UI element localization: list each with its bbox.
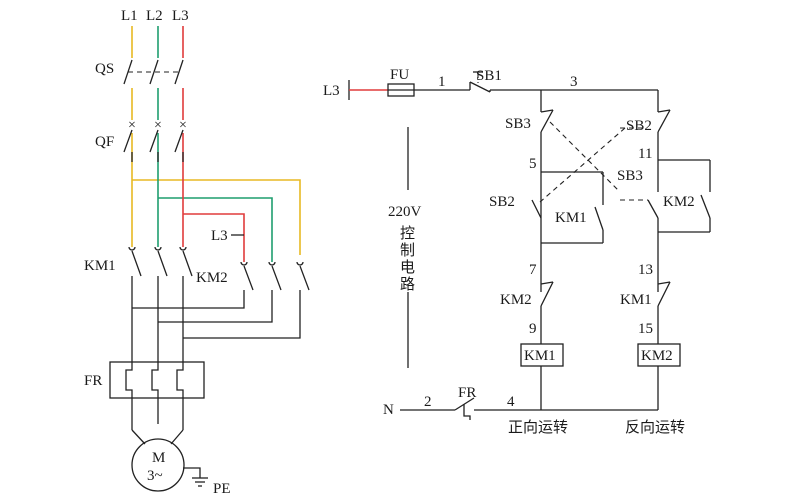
label-QS: QS bbox=[95, 61, 114, 77]
label-reverse: 反向运转 bbox=[625, 418, 685, 436]
label-node7: 7 bbox=[529, 262, 537, 278]
label-FR-main: FR bbox=[84, 373, 102, 389]
label-ctrl-3: 电 bbox=[400, 258, 415, 276]
label-SB2-left: SB2 bbox=[489, 194, 515, 210]
label-FU: FU bbox=[390, 67, 409, 83]
label-node11: 11 bbox=[638, 146, 652, 162]
svg-text:×: × bbox=[154, 118, 162, 133]
km2-main-contacts bbox=[132, 261, 310, 339]
phase-L1-wire bbox=[131, 26, 301, 255]
label-ctrl-2: 制 bbox=[400, 241, 415, 259]
label-PE: PE bbox=[213, 481, 231, 497]
qs-switch bbox=[123, 59, 184, 85]
label-KM1-main: KM1 bbox=[84, 258, 116, 274]
svg-text:×: × bbox=[128, 118, 136, 133]
label-SB3-right: SB3 bbox=[617, 168, 643, 184]
label-KM2-main: KM2 bbox=[196, 270, 228, 286]
label-SB1: SB1 bbox=[476, 68, 502, 84]
label-node1: 1 bbox=[438, 74, 446, 90]
label-L3-tap: L3 bbox=[211, 228, 228, 244]
label-forward: 正向运转 bbox=[508, 418, 568, 436]
label-L2: L2 bbox=[146, 8, 163, 24]
label-L1: L1 bbox=[121, 8, 138, 24]
label-node2: 2 bbox=[424, 394, 432, 410]
label-QF: QF bbox=[95, 134, 114, 150]
label-KM1-interlock: KM1 bbox=[620, 292, 652, 308]
label-KM2-interlock: KM2 bbox=[500, 292, 532, 308]
fu-fuse bbox=[387, 83, 470, 97]
fr-nc-contact bbox=[400, 397, 658, 420]
coil-km2: KM2 bbox=[641, 348, 673, 364]
motor bbox=[131, 429, 208, 492]
label-node9: 9 bbox=[529, 321, 537, 337]
coil-km1: KM1 bbox=[524, 348, 556, 364]
label-voltage: 220V bbox=[388, 204, 422, 220]
label-ctrl-4: 路 bbox=[400, 275, 415, 293]
label-motor: M bbox=[152, 450, 165, 466]
label-node15: 15 bbox=[638, 321, 653, 337]
label-SB3-left: SB3 bbox=[505, 116, 531, 132]
qf-breaker: × × × bbox=[123, 118, 187, 162]
label-motor-sub: 3~ bbox=[147, 468, 163, 484]
label-KM2-aux: KM2 bbox=[663, 194, 695, 210]
label-ctrl-L3: L3 bbox=[323, 83, 340, 99]
label-KM1-aux: KM1 bbox=[555, 210, 587, 226]
reverse-branch bbox=[637, 90, 711, 410]
label-node13: 13 bbox=[638, 262, 653, 278]
label-node3: 3 bbox=[570, 74, 578, 90]
label-node4: 4 bbox=[507, 394, 515, 410]
forward-branch bbox=[520, 90, 604, 410]
label-FR-ctrl: FR bbox=[458, 385, 476, 401]
label-SB2-right: SB2 bbox=[626, 118, 652, 134]
label-ctrl-1: 控 bbox=[400, 224, 415, 242]
svg-text:×: × bbox=[179, 118, 187, 133]
km1-main-contacts bbox=[128, 246, 193, 362]
button-linkage bbox=[539, 121, 648, 203]
fr-thermal-relay bbox=[109, 361, 205, 430]
phase-L3-wire bbox=[182, 26, 245, 262]
sb1-stop-button bbox=[469, 71, 658, 93]
phase-L2-wire bbox=[157, 26, 273, 262]
label-node5: 5 bbox=[529, 156, 537, 172]
label-L3: L3 bbox=[172, 8, 189, 24]
label-N: N bbox=[383, 402, 394, 418]
